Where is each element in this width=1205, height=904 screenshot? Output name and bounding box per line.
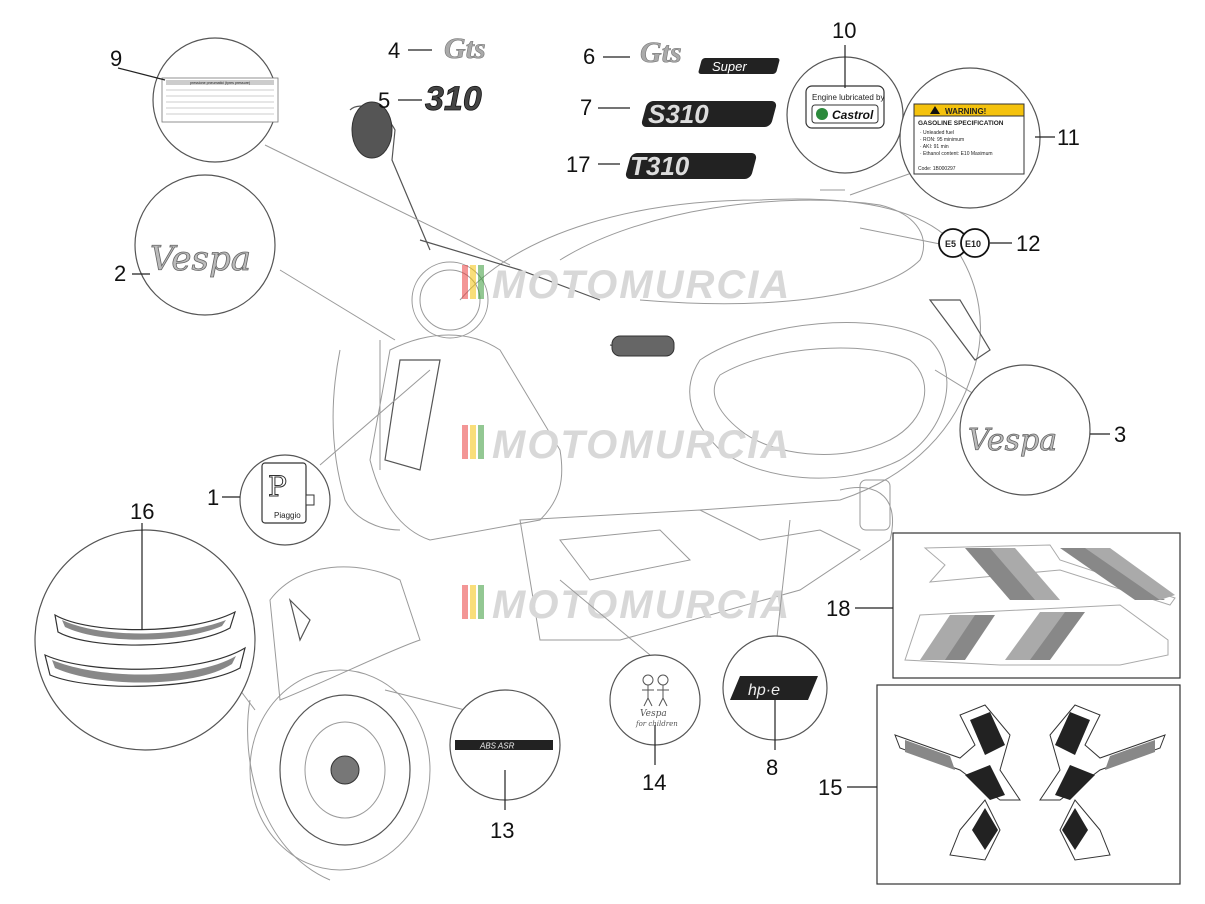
- callout-15: 15: [818, 775, 842, 800]
- warning-title: WARNING!: [945, 107, 986, 116]
- body-stripes-box-18: [892, 532, 1181, 679]
- callout-16: 16: [130, 499, 154, 524]
- gasoline-line1: · Unleaded fuel: [920, 130, 954, 136]
- watermark-text: MOTOMURCIA: [492, 263, 791, 307]
- vespa-logo-front-detail: Vespa: [134, 174, 276, 316]
- callout-numbers: 1 2 3 4 5 6 7 8 9 10 11 12 13 14 15 16 1…: [110, 18, 1126, 843]
- scooter-drawing: [247, 101, 991, 881]
- callout-17: 17: [566, 152, 590, 177]
- gts-super-logo-text: Gts: [640, 36, 682, 69]
- callout-8: 8: [766, 755, 778, 780]
- abs-asr-text: ABS ASR: [479, 742, 515, 751]
- watermark-2: MOTOMURCIA: [462, 423, 791, 467]
- watermark-text: MOTOMURCIA: [492, 423, 791, 467]
- hpe-text: hp·e: [748, 682, 780, 699]
- gasoline-line3: · AKI: 91 min: [920, 144, 949, 150]
- decal-s310: S310: [641, 99, 777, 129]
- gasoline-code: Code: 1B000297: [918, 166, 956, 172]
- callout-6: 6: [583, 44, 595, 69]
- leader-lines: [239, 144, 1001, 711]
- t310-logo-text: T310: [630, 151, 690, 181]
- callout-5: 5: [378, 88, 390, 113]
- abs-asr-label-detail: ABS ASR: [449, 689, 561, 801]
- callout-2: 2: [114, 261, 126, 286]
- vespa-logo-text: Vespa: [968, 423, 1057, 458]
- castrol-logo-icon: [816, 108, 828, 120]
- piaggio-word: Piaggio: [274, 511, 301, 520]
- piaggio-letter: P: [268, 470, 287, 503]
- vespa-logo-text: Vespa: [150, 239, 251, 279]
- callout-18: 18: [826, 596, 850, 621]
- fender-stripes-detail: [34, 529, 256, 751]
- callout-4: 4: [388, 38, 400, 63]
- callout-3: 3: [1114, 422, 1126, 447]
- super-logo-text: Super: [712, 59, 747, 74]
- gts-logo-text: Gts: [444, 32, 486, 65]
- callout-12: 12: [1016, 231, 1040, 256]
- body-stripes-box-15: [876, 684, 1181, 885]
- children-line1: Vespa: [640, 709, 667, 719]
- gasoline-line4: · Ethanol content: E10 Maximum: [920, 151, 993, 157]
- num310-logo-text: 310: [425, 80, 482, 118]
- callout-10: 10: [832, 18, 856, 43]
- callout-13: 13: [490, 818, 514, 843]
- watermark-3: MOTOMURCIA: [462, 583, 791, 627]
- watermark-1: MOTOMURCIA: [462, 263, 791, 307]
- callout-9: 9: [110, 46, 122, 71]
- castrol-line1: Engine lubricated by: [812, 93, 885, 102]
- hpe-label-detail: hp·e: [722, 635, 828, 741]
- callout-lines: [117, 45, 1110, 810]
- gasoline-title: GASOLINE SPECIFICATION: [918, 120, 1004, 127]
- s310-logo-text: S310: [648, 99, 709, 129]
- watermark-text: MOTOMURCIA: [492, 583, 791, 627]
- warning-triangle-icon: [930, 106, 940, 114]
- tyre-pressure-title: pressione pneumatici (tyres pressure): [190, 81, 250, 85]
- callout-7: 7: [580, 95, 592, 120]
- e5-e10-label: E5 E10: [938, 228, 990, 258]
- decal-gts-super: Gts Super: [640, 36, 780, 74]
- vespa-logo-side-detail: Vespa: [959, 364, 1091, 496]
- e10-text: E10: [965, 239, 981, 249]
- callout-1: 1: [207, 485, 219, 510]
- gasoline-line2: · RON: 95 minimum: [920, 137, 964, 143]
- tyre-pressure-label-detail: pressione pneumatici (tyres pressure): [152, 37, 279, 163]
- decal-t310: T310: [625, 151, 757, 181]
- gasoline-warning-label-detail: WARNING! GASOLINE SPECIFICATION · Unlead…: [899, 67, 1041, 209]
- decal-gts: Gts: [444, 32, 486, 66]
- castrol-line2: Castrol: [832, 108, 874, 122]
- callout-14: 14: [642, 770, 666, 795]
- e5-text: E5: [945, 239, 956, 249]
- children-line2: for children: [635, 720, 678, 728]
- callout-11: 11: [1057, 125, 1080, 150]
- decal-310: 310: [425, 80, 483, 119]
- castrol-label-detail: Engine lubricated by Castrol: [786, 56, 904, 174]
- piaggio-badge-detail: P Piaggio: [239, 454, 331, 546]
